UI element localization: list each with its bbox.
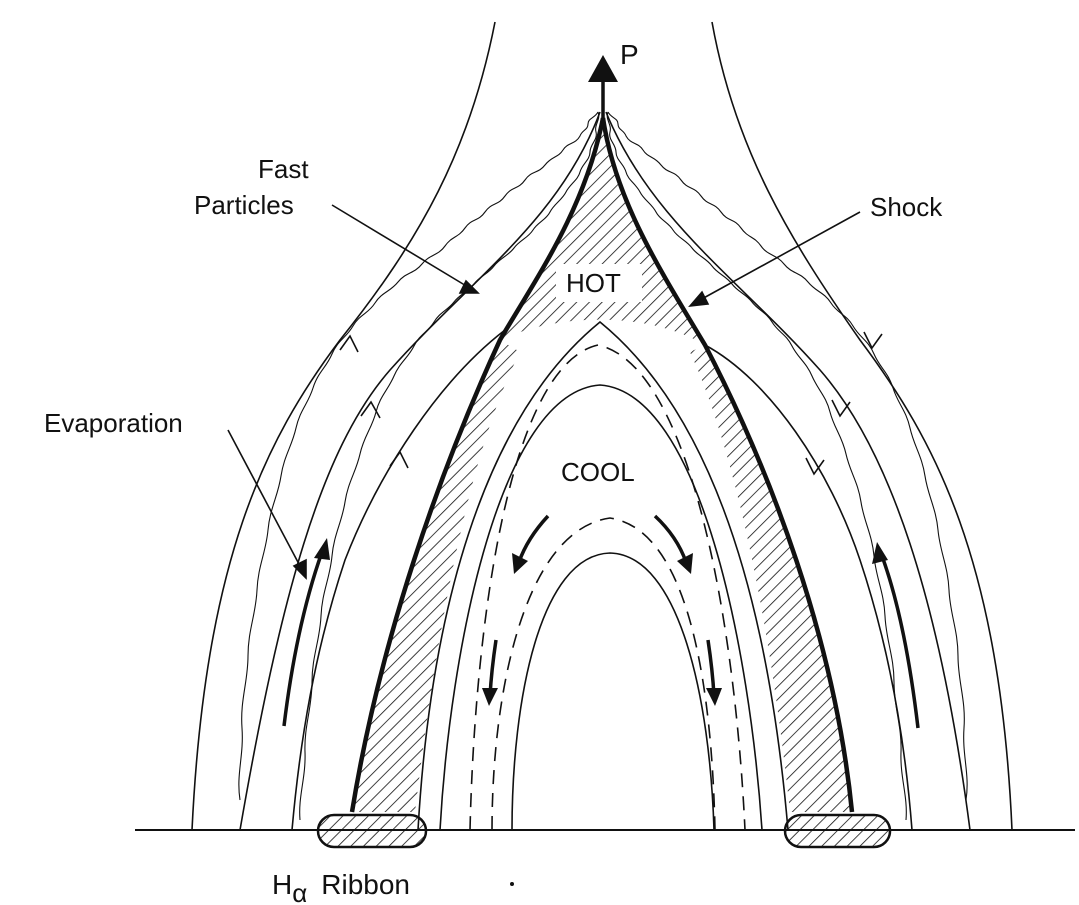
shock-leader-head xyxy=(688,290,710,308)
evaporation-arrowhead-left xyxy=(314,538,330,560)
shock-label: Shock xyxy=(870,192,943,222)
h-alpha-h: H xyxy=(272,869,292,900)
speck xyxy=(510,882,514,886)
h-alpha-ribbon-right xyxy=(783,813,892,849)
evaporation-arrowhead-right xyxy=(872,542,888,564)
field-arrow-right-2 xyxy=(831,399,851,418)
evaporation-arrow-right xyxy=(880,555,920,729)
field-arrow-right-1 xyxy=(863,331,883,350)
shock-front-left xyxy=(349,117,606,813)
cool-flow-arrowhead-top-right xyxy=(677,553,693,574)
field-arrow-left-3 xyxy=(389,450,409,469)
fast-particles-leader xyxy=(331,204,469,288)
fast-particle-track-left-2 xyxy=(299,111,600,821)
outer-field-line-left xyxy=(191,21,496,830)
cool-flow-arrowhead-bottom-left xyxy=(482,688,498,706)
middle-loop xyxy=(417,320,789,830)
shock-leader xyxy=(699,211,861,301)
cool-label: COOL xyxy=(561,457,635,487)
heated-shell-left xyxy=(352,340,520,812)
cool-flow-arrow-bottom-right xyxy=(706,639,716,697)
p-label: P xyxy=(620,39,639,70)
cool-flow-arrowhead-top-left xyxy=(512,553,528,574)
field-arrow-left-2 xyxy=(360,400,381,419)
mid-field-line-right xyxy=(605,111,971,830)
outer-field-line-right xyxy=(711,21,1013,830)
fast-particles-leader-head xyxy=(458,279,480,294)
field-arrow-left-1 xyxy=(339,334,359,353)
fast-particles-label-line1: Fast xyxy=(258,154,309,184)
inner-field-line-right xyxy=(704,344,913,830)
heated-shell-right xyxy=(690,345,852,812)
h-alpha-ribbon-left xyxy=(316,813,428,849)
h-alpha-ribbon-word: Ribbon xyxy=(321,869,410,900)
cool-flow-arrow-top-right xyxy=(653,514,688,563)
cool-flow-arrowhead-bottom-right xyxy=(706,688,722,706)
h-alpha-ribbon-label: Hα Ribbon xyxy=(272,869,410,905)
fast-particle-track-right-2 xyxy=(606,111,907,821)
h-alpha-subscript: α xyxy=(292,878,307,905)
fast-particles-label-line2: Particles xyxy=(194,190,294,220)
evaporation-leader xyxy=(227,429,301,567)
dashed-loop-inner xyxy=(491,517,716,830)
dashed-loop-outer xyxy=(469,344,746,830)
hot-region xyxy=(500,118,705,345)
fast-particle-track-left xyxy=(238,111,599,801)
cool-flow-arrow-bottom-left xyxy=(488,639,498,697)
hot-label: HOT xyxy=(566,268,621,298)
shock-front-right xyxy=(600,117,855,813)
cool-flow-arrow-top-left xyxy=(517,514,550,563)
evaporation-label: Evaporation xyxy=(44,408,183,438)
evaporation-arrow-left xyxy=(282,551,324,727)
field-arrow-right-3 xyxy=(805,457,825,476)
fast-particle-track-right xyxy=(607,111,968,801)
mid-field-line-left xyxy=(239,111,601,830)
inner-field-line-left xyxy=(291,329,506,830)
cool-loop-inner xyxy=(511,552,715,830)
evaporation-leader-head xyxy=(292,558,307,580)
cool-loop-outer xyxy=(439,384,763,830)
p-arrowhead xyxy=(588,55,618,82)
